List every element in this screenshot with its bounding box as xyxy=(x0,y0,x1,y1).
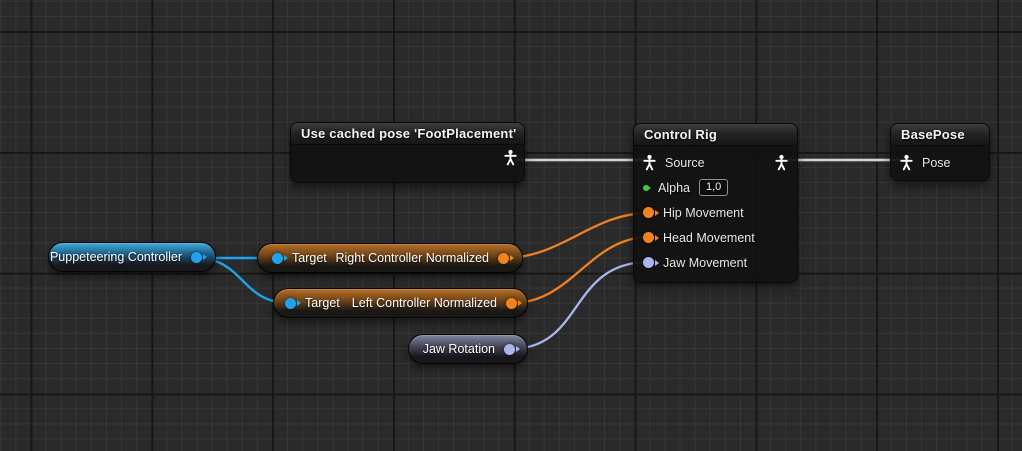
node-label: Left Controller Normalized xyxy=(351,296,497,310)
head-movement-input-pin[interactable] xyxy=(643,232,654,243)
wire-left-to-head-movement[interactable] xyxy=(511,235,650,305)
pin-label: Head Movement xyxy=(663,230,755,245)
node-title: Control Rig xyxy=(634,124,797,146)
pin-label: Target xyxy=(305,296,340,310)
node-label: Jaw Rotation xyxy=(422,342,495,356)
target-input-pin[interactable] xyxy=(272,252,283,264)
pose-input-pin[interactable] xyxy=(900,154,913,171)
node-base-pose[interactable]: BasePose Pose xyxy=(890,123,990,181)
row-head-movement: Head Movement xyxy=(634,225,797,250)
pin-label: Target xyxy=(292,251,327,265)
node-puppeteering-controller[interactable]: Puppeteering Controller xyxy=(48,242,216,272)
alpha-value-input[interactable]: 1,0 xyxy=(698,179,729,196)
node-right-controller-normalized[interactable]: Target Right Controller Normalized xyxy=(257,243,523,273)
node-title: BasePose xyxy=(891,124,989,146)
pose-output-pin[interactable] xyxy=(775,154,788,171)
pose-output-pin[interactable] xyxy=(504,149,517,166)
node-label: Right Controller Normalized xyxy=(335,251,489,265)
pin-label: Pose xyxy=(922,155,951,170)
node-left-controller-normalized[interactable]: Target Left Controller Normalized xyxy=(273,288,528,318)
node-control-rig[interactable]: Control Rig Source xyxy=(633,123,798,283)
node-jaw-rotation[interactable]: Jaw Rotation xyxy=(408,334,528,364)
jaw-movement-input-pin[interactable] xyxy=(643,257,654,268)
output-pin[interactable] xyxy=(191,251,202,263)
pin-label: Hip Movement xyxy=(663,205,744,220)
wire-right-to-hip-movement[interactable] xyxy=(503,211,650,260)
row-jaw-movement: Jaw Movement xyxy=(634,250,797,275)
output-pin[interactable] xyxy=(506,297,517,309)
wire-jawrotation-to-jaw-movement[interactable] xyxy=(509,260,650,351)
hip-movement-input-pin[interactable] xyxy=(643,207,654,218)
node-use-cached-pose[interactable]: Use cached pose 'FootPlacement' xyxy=(290,122,525,183)
node-title: Use cached pose 'FootPlacement' xyxy=(291,123,524,145)
target-input-pin[interactable] xyxy=(285,297,296,309)
pin-label: Jaw Movement xyxy=(663,255,748,270)
pin-label: Source xyxy=(665,155,705,170)
row-alpha: Alpha 1,0 xyxy=(634,175,797,200)
row-hip-movement: Hip Movement xyxy=(634,200,797,225)
alpha-input-pin[interactable] xyxy=(643,184,649,191)
node-label: Puppeteering Controller xyxy=(49,250,182,264)
source-input-pin[interactable] xyxy=(643,154,656,171)
row-source: Source xyxy=(634,150,797,175)
pin-label: Alpha xyxy=(658,180,690,195)
row-pose: Pose xyxy=(891,150,989,175)
output-pin[interactable] xyxy=(498,252,509,264)
output-pin[interactable] xyxy=(504,343,515,355)
